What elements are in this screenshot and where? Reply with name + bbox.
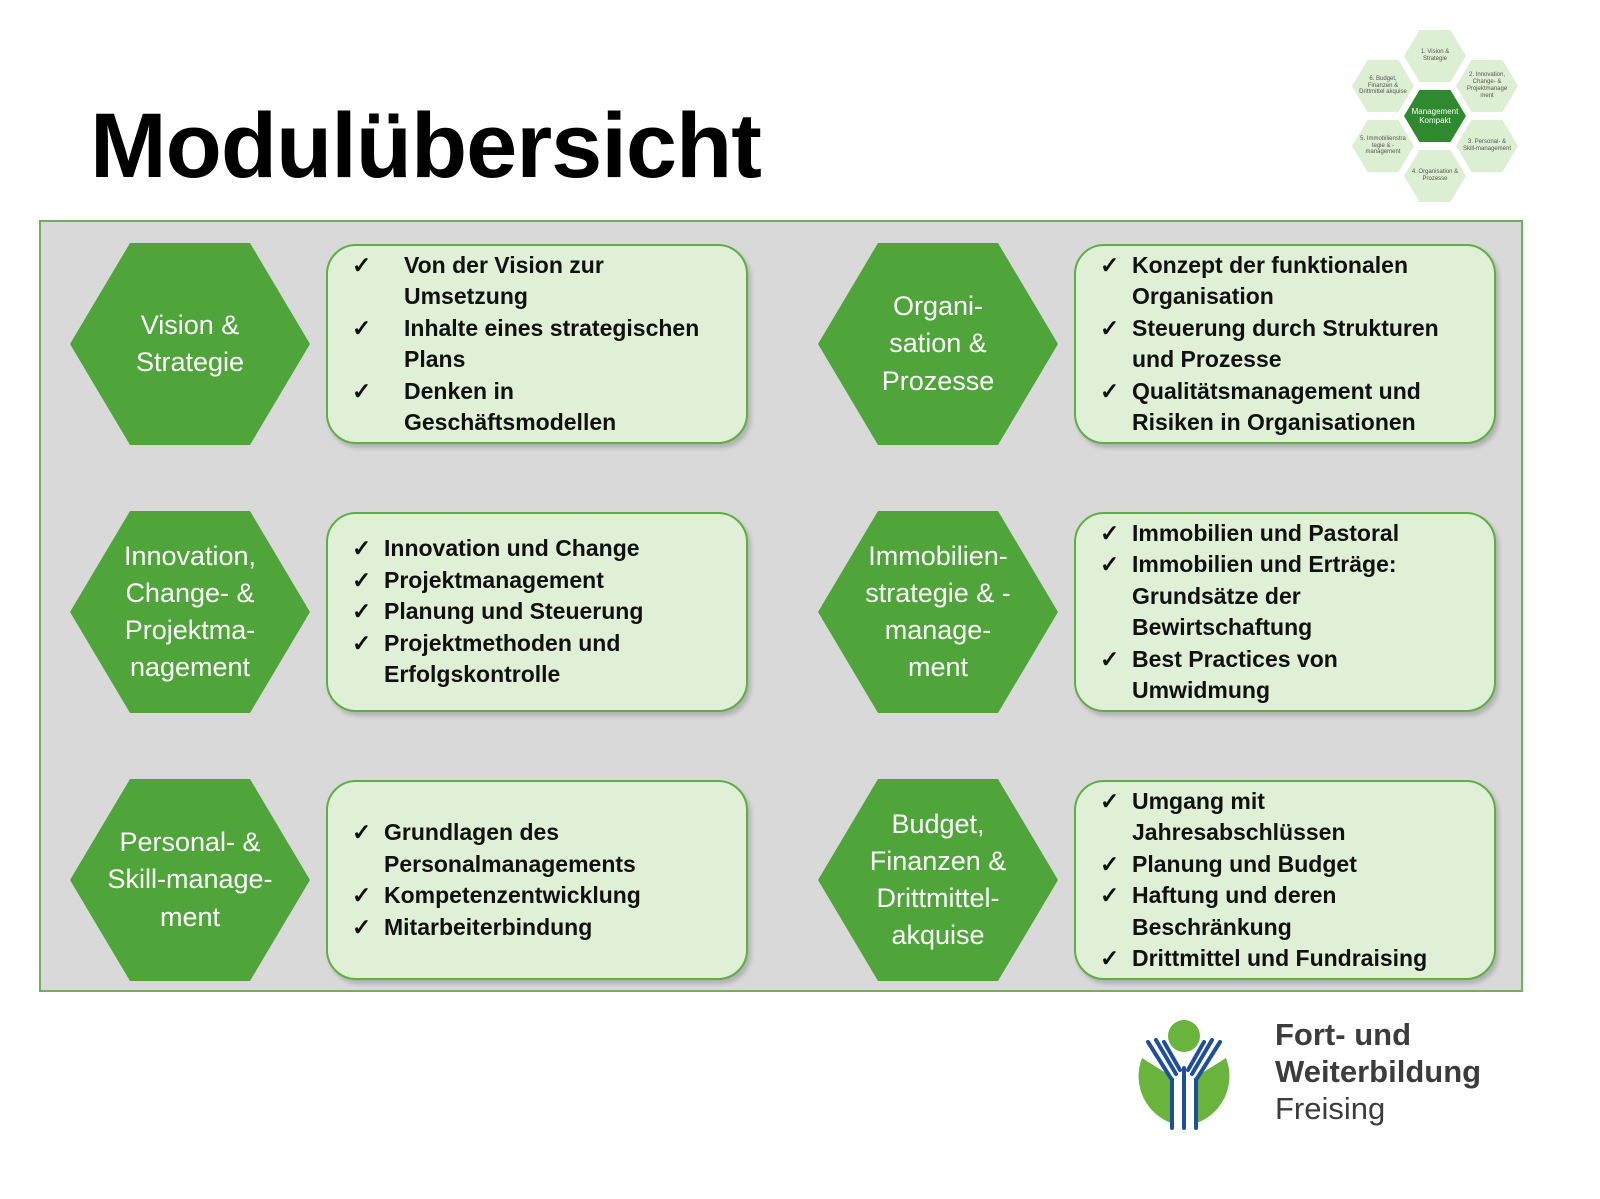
- module-item: ✓ Drittmittel und Fundraising: [1100, 943, 1480, 975]
- check-icon: ✓: [352, 598, 372, 625]
- module-item: ✓ Mitarbeiterbindung: [352, 912, 732, 944]
- module-item-text: Immobilien und Pastoral: [1132, 519, 1400, 546]
- module-item: ✓ Best Practices von Umwidmung: [1100, 644, 1480, 707]
- module-item-text: Grundlagen des Personalmanagements: [384, 819, 636, 877]
- module-card-innovation-change: ✓ Innovation und Change ✓ Projektmanagement…: [326, 512, 748, 712]
- check-icon: ✓: [352, 377, 372, 404]
- module-item-text: Mitarbeiterbindung: [384, 913, 593, 940]
- check-icon: ✓: [352, 535, 372, 562]
- module-item-text: Inhalte eines strategischen Plans: [404, 314, 700, 373]
- check-icon: ✓: [1100, 882, 1120, 908]
- module-item-list: ✓ Umgang mit Jahresabschlüssen ✓ Planung un…: [1100, 786, 1480, 975]
- module-item: ✓ Planung und Steuerung: [352, 596, 732, 628]
- mini-hex-4: 4. Organisation & Prozesse: [1404, 150, 1466, 202]
- module-item: ✓ Grundlagen des Personalmanagements: [352, 817, 732, 880]
- module-item-list: ✓ Konzept der funktionalen Organisation ✓ S…: [1100, 250, 1480, 439]
- module-item: ✓ Qualitätsmanagement und Risiken in Orga…: [1100, 376, 1480, 439]
- module-item-text: Planung und Budget: [1132, 850, 1357, 877]
- module-hex-innovation-change: Innovation, Change- & Projektma- nagemen…: [70, 511, 310, 713]
- module-item: ✓ Planung und Budget: [1100, 849, 1480, 881]
- check-icon: ✓: [1100, 787, 1120, 814]
- module-item: ✓ Immobilien und Erträge: Grundsätze der …: [1100, 549, 1480, 644]
- module-item-text: Konzept der funktionalen Organisation: [1132, 251, 1408, 310]
- check-icon: ✓: [352, 314, 372, 341]
- module-item: ✓ Umgang mit Jahresabschlüssen: [1100, 786, 1480, 849]
- mini-hex-center: Management Kompakt: [1404, 90, 1466, 142]
- brand-text: Fort- und Weiterbildung Freising: [1275, 1016, 1481, 1127]
- module-item-text: Immobilien und Erträge: Grundsätze der B…: [1132, 551, 1397, 640]
- check-icon: ✓: [1100, 645, 1120, 672]
- page-title: Modulübersicht: [90, 95, 762, 197]
- module-item: ✓ Steuerung durch Strukturen und Prozesse: [1100, 313, 1480, 376]
- check-icon: ✓: [352, 566, 372, 593]
- mini-hex-2: 2. Innovation, Change- & Projektmanage m…: [1456, 60, 1518, 112]
- module-item-text: Drittmittel und Fundraising: [1132, 945, 1428, 971]
- module-item-text: Haftung und deren Beschränkung: [1132, 882, 1337, 940]
- check-icon: ✓: [1100, 519, 1120, 546]
- module-item-text: Von der Vision zur Umsetzung: [404, 251, 604, 310]
- module-item: ✓ Haftung und deren Beschränkung: [1100, 880, 1480, 943]
- check-icon: ✓: [352, 251, 372, 278]
- check-icon: ✓: [1100, 945, 1120, 971]
- module-item: ✓ Von der Vision zur Umsetzung: [352, 250, 732, 313]
- module-item: ✓ Denken in Geschäftsmodellen: [352, 376, 732, 439]
- module-item: ✓ Projektmethoden und Erfolgskontrolle: [352, 628, 732, 691]
- module-card-organisation-prozesse: ✓ Konzept der funktionalen Organisation ✓ S…: [1074, 244, 1496, 444]
- module-item-text: Steuerung durch Strukturen und Prozesse: [1132, 314, 1439, 373]
- mini-hex-1: 1. Vision & Strategie: [1404, 30, 1466, 82]
- module-item-list: ✓ Von der Vision zur Umsetzung ✓ Inhalte ei…: [352, 250, 732, 439]
- module-item-text: Kompetenzentwicklung: [384, 882, 641, 908]
- module-item-text: Best Practices von Umwidmung: [1132, 645, 1338, 704]
- module-hex-budget-finanzen: Budget, Finanzen & Drittmittel- akquise: [818, 779, 1058, 981]
- check-icon: ✓: [352, 819, 372, 845]
- check-icon: ✓: [1100, 314, 1120, 341]
- module-card-immobilienstrategie: ✓ Immobilien und Pastoral ✓ Immobilien und …: [1074, 512, 1496, 712]
- module-item: ✓ Konzept der funktionalen Organisation: [1100, 250, 1480, 313]
- module-item-text: Denken in Geschäftsmodellen: [404, 377, 617, 436]
- fort-weiterbildung-logo-icon: [1138, 1020, 1230, 1130]
- check-icon: ✓: [1100, 251, 1120, 278]
- brand-line-2: Weiterbildung: [1275, 1054, 1482, 1089]
- check-icon: ✓: [1100, 850, 1120, 877]
- module-item-list: ✓ Innovation und Change ✓ Projektmanagement…: [352, 533, 732, 691]
- module-item-text: Planung und Steuerung: [384, 598, 644, 625]
- module-overview-mini-diagram: 1. Vision & Strategie 2. Innovation, Cha…: [1352, 26, 1560, 212]
- module-item-list: ✓ Immobilien und Pastoral ✓ Immobilien und …: [1100, 518, 1480, 707]
- check-icon: ✓: [352, 913, 372, 940]
- mini-hex-6: 6. Budget, Finanzen & Drittmittel akquis…: [1352, 60, 1414, 112]
- module-item: ✓ Kompetenzentwicklung: [352, 880, 732, 912]
- module-card-personal-skill: ✓ Grundlagen des Personalmanagements ✓ Komp…: [326, 780, 748, 980]
- brand-line-3: Freising: [1275, 1091, 1386, 1126]
- module-item: ✓ Immobilien und Pastoral: [1100, 518, 1480, 550]
- module-card-budget-finanzen: ✓ Umgang mit Jahresabschlüssen ✓ Planung un…: [1074, 780, 1496, 980]
- module-item: ✓ Inhalte eines strategischen Plans: [352, 313, 732, 376]
- check-icon: ✓: [1100, 551, 1120, 577]
- module-hex-personal-skill: Personal- & Skill-manage- ment: [70, 779, 310, 981]
- module-item-text: Projektmanagement: [384, 566, 604, 593]
- module-item-text: Umgang mit Jahresabschlüssen: [1132, 787, 1346, 846]
- mini-hex-5: 5. Immobilienstra tegie & -management: [1352, 120, 1414, 172]
- module-item-text: Innovation und Change: [384, 535, 640, 562]
- module-item: ✓ Projektmanagement: [352, 565, 732, 597]
- module-card-vision-strategie: ✓ Von der Vision zur Umsetzung ✓ Inhalte ei…: [326, 244, 748, 444]
- brand-line-1: Fort- und: [1275, 1017, 1412, 1052]
- module-item-list: ✓ Grundlagen des Personalmanagements ✓ Komp…: [352, 817, 732, 943]
- check-icon: ✓: [352, 629, 372, 656]
- module-hex-immobilienstrategie: Immobilien- strategie & - manage- ment: [818, 511, 1058, 713]
- module-item-text: Qualitätsmanagement und Risiken in Organ…: [1132, 377, 1421, 436]
- module-item: ✓ Innovation und Change: [352, 533, 732, 565]
- mini-hex-3: 3. Personal- & Skill-management: [1456, 120, 1518, 172]
- module-item-text: Projektmethoden und Erfolgskontrolle: [384, 629, 621, 688]
- check-icon: ✓: [352, 882, 372, 908]
- check-icon: ✓: [1100, 377, 1120, 404]
